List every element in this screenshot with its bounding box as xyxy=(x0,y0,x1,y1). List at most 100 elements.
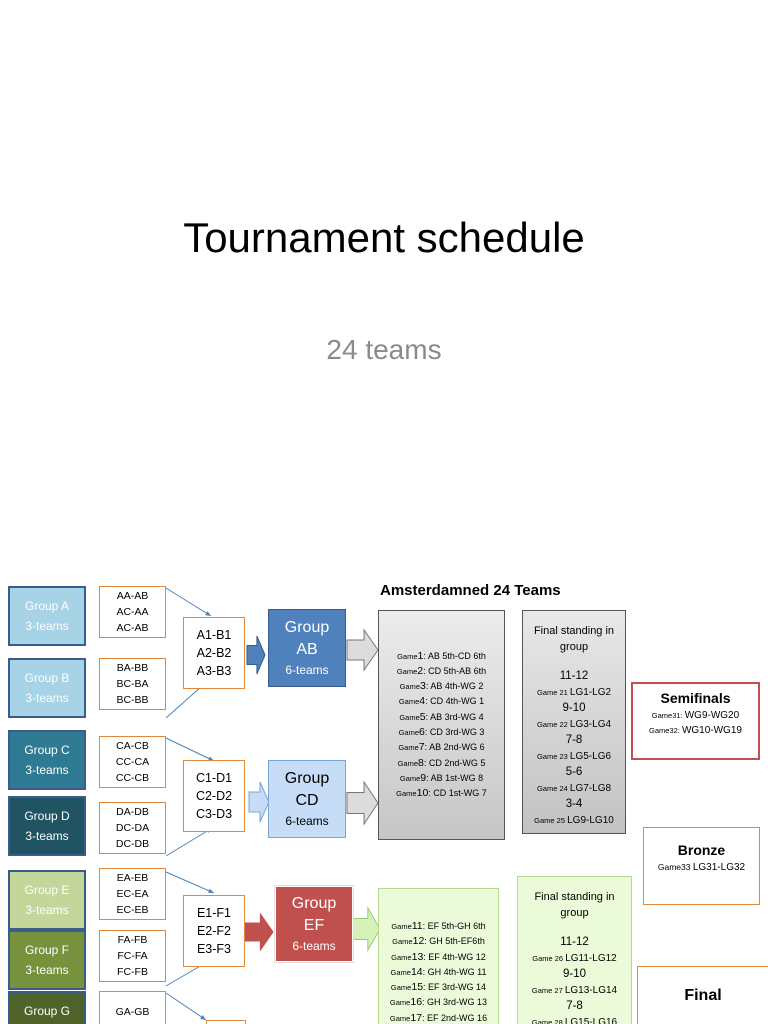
crossover-match: C1-D1 xyxy=(195,771,233,785)
pairing-match: EC-EA xyxy=(116,888,149,900)
crossover-match: A2-B2 xyxy=(196,646,232,660)
game-number: 9 xyxy=(420,771,427,784)
placement-loser-a: LG7 xyxy=(569,783,589,794)
game-matchup: : EF 3rd-WG 14 xyxy=(423,982,487,993)
placement-loser-a: LG11 xyxy=(565,953,589,964)
game-number: 12 xyxy=(412,935,425,948)
merged-group-code: EF xyxy=(303,917,325,934)
block-arrow-ef xyxy=(244,912,274,952)
game-word: Game xyxy=(397,758,419,768)
merged-group-team-count: 6-teams xyxy=(285,814,329,828)
semifinals-box: Semifinals Game31: WG9-WG20 Game32: WG10… xyxy=(631,682,760,760)
block-arrow-ab xyxy=(246,635,266,675)
placement-game: Game 22 LG3-LG4 xyxy=(537,716,611,733)
pairing-match: BC-BB xyxy=(116,694,149,706)
placement-game-label: Game 21 xyxy=(536,688,570,697)
placement-separator: - xyxy=(588,719,593,730)
game-word: Game xyxy=(397,651,418,661)
placement-loser-b: LG4 xyxy=(592,719,612,730)
merged-group-name: Group xyxy=(284,619,330,636)
connector-line xyxy=(165,871,215,894)
placement-separator: - xyxy=(588,953,593,964)
placement-label: 7-8 xyxy=(566,1000,583,1012)
placement-separator: - xyxy=(589,985,593,996)
group-name: Group F xyxy=(24,943,69,957)
game-matchup: : CD 5th-AB 6th xyxy=(423,665,487,676)
pairing-match: AA-AB xyxy=(116,590,149,602)
connector-line xyxy=(165,737,215,762)
placement-loser-b: LG10 xyxy=(589,815,614,826)
placement-loser-b: LG6 xyxy=(592,751,612,762)
game-word: Game xyxy=(390,967,411,977)
game-word: Game xyxy=(391,952,412,962)
game-row: Game11: EF 5th-GH 6th xyxy=(391,919,485,934)
game-matchup: : AB 1st-WG 8 xyxy=(426,772,484,783)
game-row: Game16: GH 3rd-WG 13 xyxy=(390,995,487,1010)
placement-game-label: Game 22 xyxy=(536,720,570,729)
crossover-match: C3-D3 xyxy=(195,807,233,821)
placement-separator: - xyxy=(588,687,593,698)
placement-separator: - xyxy=(586,815,590,826)
game-number: 5 xyxy=(419,710,426,723)
pairing-match: GA-GB xyxy=(115,1006,150,1018)
game-number: 11 xyxy=(411,920,423,932)
placement-game: Game 25 LG9-LG10 xyxy=(534,812,614,829)
pairing-match: FC-FB xyxy=(117,966,148,978)
pairing-match: DA-DB xyxy=(116,806,149,818)
bronze-box: Bronze Game33 LG31-LG32 xyxy=(643,827,760,905)
placement-game-label: Game 28 xyxy=(531,1018,565,1024)
group-name: Group B xyxy=(24,671,70,685)
slide-subtitle: 24 teams xyxy=(326,334,442,365)
game-matchup: : GH 4th-WG 11 xyxy=(422,966,487,977)
game-word: Game xyxy=(396,789,417,799)
game-row: Game4: CD 4th-WG 1 xyxy=(399,694,484,709)
placement-loser-b: LG2 xyxy=(592,687,612,698)
game-word: Game xyxy=(390,983,412,993)
connector-arrowhead xyxy=(208,888,214,893)
placement-game-label: Game 27 xyxy=(531,986,565,995)
standing-heading-line1: Final standing in xyxy=(534,891,615,903)
game-number: 3 xyxy=(420,680,426,693)
placement-label: 9-10 xyxy=(562,968,587,980)
connector-arrowhead xyxy=(205,611,211,616)
block-arrow-ef-games xyxy=(352,906,381,952)
game-number: 15 xyxy=(411,981,424,994)
game-matchup: : EF 4th-WG 12 xyxy=(423,951,486,962)
game-number: 2 xyxy=(417,664,424,677)
game-word: Game xyxy=(399,712,420,722)
placement-separator: - xyxy=(588,783,593,794)
group-name: Group A xyxy=(24,599,70,613)
placement-game-label: Game 26 xyxy=(532,954,566,963)
connector-line xyxy=(165,827,213,857)
group-team-count: 3-teams xyxy=(25,763,69,777)
pairing-match: CC-CB xyxy=(115,772,150,784)
placement-label: 5-6 xyxy=(565,766,583,778)
pairing-match: EA-EB xyxy=(116,872,149,884)
game-word: Game xyxy=(399,682,421,692)
game-matchup: : EF 5th-GH 6th xyxy=(422,921,486,931)
group-box: Group G3-teams xyxy=(8,991,86,1024)
game-word: Game xyxy=(399,773,421,783)
placement-game: Game 24 LG7-LG8 xyxy=(537,780,611,797)
tournament-diagram: Amsterdamned 24 Teams Game1: AB 5th-CD 6… xyxy=(0,570,768,1024)
pairing-match: AC-AA xyxy=(116,606,149,618)
game-matchup: : GH 3rd-WG 13 xyxy=(422,997,488,1008)
merged-group-name: Group xyxy=(291,895,337,912)
game-number: 7 xyxy=(418,741,425,754)
game-matchup: : GH 5th-EF6th xyxy=(424,936,485,947)
merged-group-code: CD xyxy=(295,792,319,809)
placement-game: Game 21 LG1-LG2 xyxy=(537,684,611,701)
game-row: Game7: AB 2nd-WG 6 xyxy=(398,740,484,755)
